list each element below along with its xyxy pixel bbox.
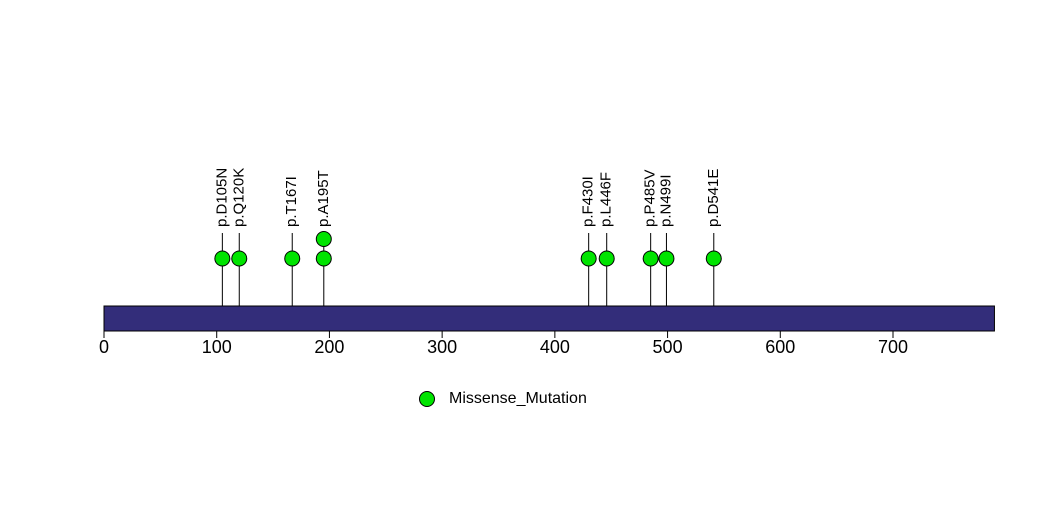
mutation-circle [284, 250, 301, 267]
mutation-label: p.A195T [315, 170, 332, 227]
mutation-circle [580, 250, 597, 267]
protein-backbone [103, 305, 995, 332]
x-axis-tick-label: 400 [540, 337, 570, 357]
mutation-circle [214, 250, 231, 267]
legend: Missense_Mutation [419, 390, 587, 408]
mutation-circle [231, 250, 248, 267]
mutation-circle [315, 250, 332, 267]
protein-backbone-bar [103, 305, 995, 332]
mutation-label: p.T167I [283, 176, 300, 227]
mutation-circle [658, 250, 675, 267]
x-axis-tick-label: 500 [653, 337, 683, 357]
missense-mutation-legend-label: Missense_Mutation [449, 390, 587, 407]
mutation-label: p.N499I [657, 174, 674, 227]
mutation-circle [642, 250, 659, 267]
mutation-circle [705, 250, 722, 267]
x-axis-tick-label: 200 [314, 337, 344, 357]
mutation-label: p.L446F [598, 172, 615, 227]
mutation-circle [315, 231, 332, 247]
x-axis: 0 100 200 300 400 500 600 700 [99, 331, 908, 357]
x-axis-tick-label: 0 [99, 337, 109, 357]
x-axis-tick-label: 300 [427, 337, 457, 357]
mutation-label: p.D105N [213, 168, 230, 227]
x-axis-tick-label: 700 [878, 337, 908, 357]
missense-mutation-legend-icon [419, 391, 435, 407]
x-axis-tick-label: 100 [202, 337, 232, 357]
mutation-label: p.D541E [705, 169, 722, 227]
mutation-label: p.F430I [580, 176, 597, 227]
mutation-circle [598, 250, 615, 267]
mutation-label: p.P485V [642, 169, 659, 227]
lollipop-circles [214, 231, 722, 267]
mutation-label: p.Q120K [230, 168, 247, 227]
x-axis-tick-label: 600 [765, 337, 795, 357]
